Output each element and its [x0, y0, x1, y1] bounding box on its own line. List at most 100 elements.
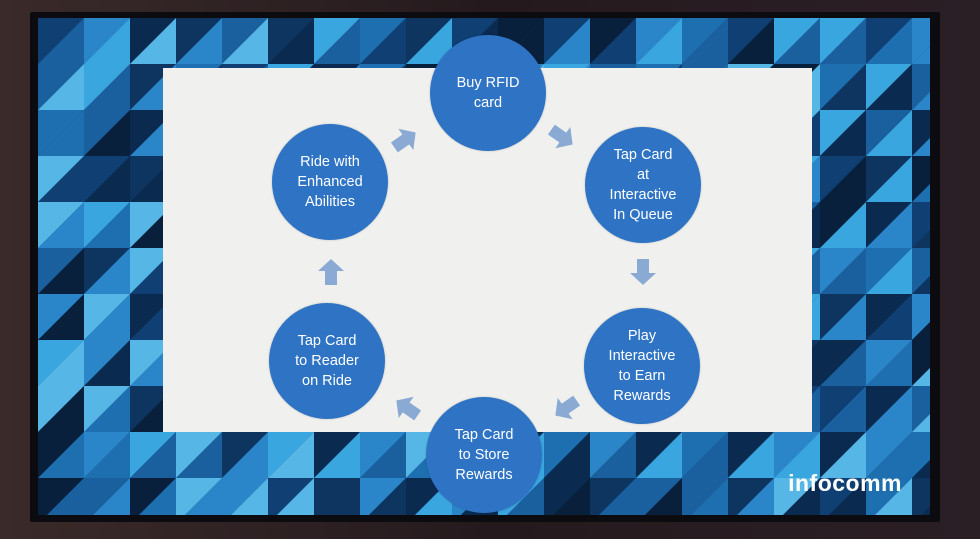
pattern-triangle: [820, 478, 866, 515]
pattern-triangle: [866, 64, 912, 110]
pattern-triangle: [544, 478, 590, 515]
pattern-triangle: [38, 340, 84, 386]
pattern-triangle: [323, 478, 360, 515]
pattern-triangle: [866, 386, 912, 432]
pattern-triangle: [636, 18, 682, 64]
pattern-triangle: [314, 478, 360, 515]
pattern-triangle: [912, 138, 930, 156]
pattern-triangle: [93, 478, 130, 515]
pattern-triangle: [38, 202, 84, 248]
pattern-triangle: [360, 432, 406, 478]
pattern-triangle: [38, 294, 84, 340]
pattern-triangle: [84, 340, 130, 386]
pattern-triangle: [682, 478, 728, 515]
pattern-triangle: [38, 18, 84, 64]
pattern-triangle: [912, 478, 930, 515]
pattern-triangle: [682, 18, 728, 64]
pattern-triangle: [38, 248, 84, 294]
pattern-triangle: [866, 156, 912, 202]
pattern-triangle: [912, 368, 930, 386]
pattern-triangle: [38, 386, 84, 432]
pattern-triangle: [912, 18, 930, 64]
pattern-triangle: [912, 460, 930, 478]
pattern-triangle: [820, 110, 866, 156]
step-tap-card-reader: Tap Card to Reader on Ride: [269, 303, 385, 419]
pattern-triangle: [176, 18, 222, 64]
pattern-triangle: [774, 18, 820, 64]
step-play-interactive: Play Interactive to Earn Rewards: [584, 308, 700, 424]
pattern-triangle: [728, 478, 774, 515]
arrow-right-down-icon: [547, 124, 573, 149]
pattern-triangle: [47, 478, 84, 515]
step-buy-rfid-card: Buy RFID card: [430, 35, 546, 151]
pattern-triangle: [38, 156, 84, 202]
pattern-triangle: [268, 478, 314, 515]
pattern-triangle: [912, 248, 930, 294]
pattern-triangle: [38, 64, 84, 110]
pattern-triangle: [544, 432, 590, 478]
pattern-triangle: [912, 276, 930, 294]
pattern-triangle: [921, 506, 930, 515]
pattern-triangle: [84, 18, 130, 64]
pattern-triangle: [783, 478, 820, 515]
pattern-triangle: [222, 432, 268, 478]
pattern-triangle: [38, 110, 84, 156]
pattern-triangle: [866, 110, 912, 156]
pattern-triangle: [406, 18, 452, 64]
step-tap-card-at-interactive: Tap Card at Interactive In Queue: [585, 127, 701, 243]
arrow-up-icon: [318, 259, 344, 285]
pattern-triangle: [84, 386, 130, 432]
pattern-triangle: [176, 478, 222, 515]
pattern-triangle: [314, 18, 360, 64]
pattern-triangle: [84, 156, 130, 202]
pattern-triangle: [84, 64, 130, 110]
pattern-triangle: [737, 478, 774, 515]
pattern-triangle: [84, 294, 130, 340]
pattern-triangle: [912, 110, 930, 156]
pattern-triangle: [38, 478, 84, 515]
pattern-triangle: [866, 432, 912, 478]
pattern-triangle: [222, 478, 268, 515]
pattern-triangle: [774, 432, 820, 478]
pattern-triangle: [912, 184, 930, 202]
pattern-triangle: [912, 230, 930, 248]
pattern-triangle: [130, 478, 176, 515]
pattern-triangle: [866, 18, 912, 64]
pattern-triangle: [636, 478, 682, 515]
pattern-triangle: [820, 156, 866, 202]
pattern-triangle: [599, 478, 636, 515]
pattern-triangle: [691, 478, 728, 515]
pattern-triangle: [820, 386, 866, 432]
arrow-up-right-icon: [390, 128, 416, 153]
pattern-triangle: [728, 18, 774, 64]
pattern-triangle: [544, 18, 590, 64]
pattern-triangle: [820, 432, 866, 478]
pattern-triangle: [360, 478, 406, 515]
pattern-triangle: [866, 202, 912, 248]
pattern-triangle: [84, 478, 130, 515]
step-tap-card-store-rewards: Tap Card to Store Rewards: [426, 397, 542, 513]
pattern-triangle: [590, 478, 636, 515]
pattern-triangle: [820, 64, 866, 110]
pattern-triangle: [130, 18, 176, 64]
pattern-triangle: [553, 478, 590, 515]
pattern-triangle: [866, 478, 912, 515]
pattern-triangle: [866, 294, 912, 340]
pattern-triangle: [369, 478, 406, 515]
pattern-triangle: [314, 432, 360, 478]
pattern-triangle: [507, 478, 544, 515]
pattern-triangle: [820, 202, 866, 248]
pattern-triangle: [866, 340, 912, 386]
pattern-triangle: [277, 478, 314, 515]
arrow-down-left-icon: [555, 395, 581, 420]
pattern-triangle: [139, 478, 176, 515]
pattern-triangle: [84, 432, 130, 478]
pattern-triangle: [912, 64, 930, 110]
infocomm-logo: infocomm: [788, 470, 902, 496]
pattern-triangle: [130, 432, 176, 478]
pattern-triangle: [829, 478, 866, 515]
pattern-triangle: [912, 92, 930, 110]
pattern-triangle: [176, 432, 222, 478]
pattern-triangle: [912, 46, 930, 64]
pattern-triangle: [84, 202, 130, 248]
